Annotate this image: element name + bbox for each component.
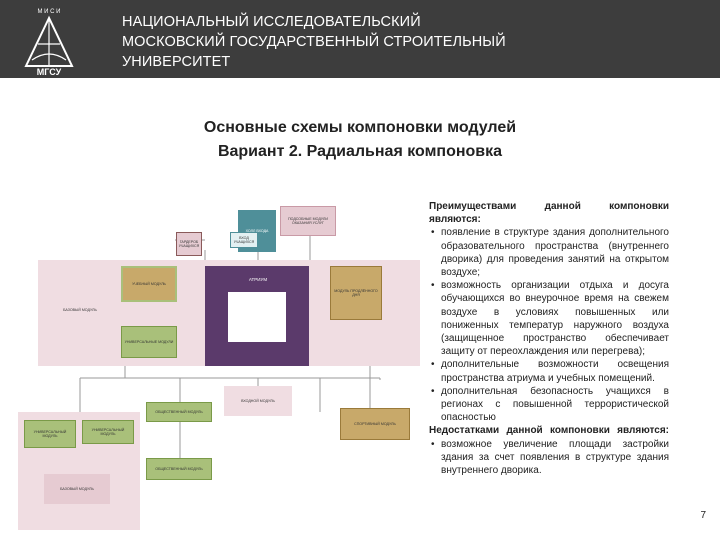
svg-text:МГСУ: МГСУ	[37, 67, 62, 77]
mgsu-logo: М И С И МГСУ	[24, 9, 74, 77]
base-module: БАЗОВЫЙ МОДУЛЬ	[40, 292, 120, 328]
slide-title-line1: Основные схемы компоновки модулей	[203, 119, 517, 136]
cloakroom-module: ГАРДЕРОБ УЧАЩИХСЯ	[176, 232, 202, 256]
extended-day-module: МОДУЛЬ ПРОДЛЁННОГО ДНЯ	[330, 266, 382, 320]
atrium-inner	[228, 292, 286, 342]
input-module: ВХОДНОЙ МОДУЛЬ	[224, 386, 292, 416]
univ-module: УНИВЕРСАЛЬНЫЕ МОДУЛИ	[121, 326, 177, 358]
svg-text:М И С И: М И С И	[38, 9, 61, 15]
public-module: ОБЩЕСТВЕННЫЙ МОДУЛЬ	[146, 402, 212, 422]
slide-title-line2: Вариант 2. Радиальная компоновка	[217, 143, 503, 160]
list-item: дополнительная безопасность учащихся в р…	[429, 385, 669, 425]
list-item: возможное увеличение площади застройки з…	[429, 438, 669, 478]
sport-module: СПОРТИВНЫЙ МОДУЛЬ	[340, 408, 410, 440]
public-module-lower: ОБЩЕСТВЕННЫЙ МОДУЛЬ	[146, 458, 212, 480]
title-line: УНИВЕРСИТЕТ	[122, 54, 231, 70]
header-bar: М И С И МГСУ НАЦИОНАЛЬНЫЙ ИССЛЕДОВАТЕЛЬС…	[0, 0, 720, 78]
title-line: МОСКОВСКИЙ ГОСУДАРСТВЕННЫЙ СТРОИТЕЛЬНЫЙ	[122, 34, 506, 50]
base-module-lower: БАЗОВЫЙ МОДУЛЬ	[44, 474, 110, 504]
study-module: УЧЕБНЫЙ МОДУЛЬ	[121, 266, 177, 302]
universal-module-1: УНИВЕРСАЛЬНЫЙ МОДУЛЬ	[24, 420, 76, 448]
list-item: дополнительные возможности освещения про…	[429, 358, 669, 384]
universal-module-2: УНИВЕРСАЛЬНЫЙ МОДУЛЬ	[82, 420, 134, 444]
advantages-list: появление в структуре здания дополнитель…	[429, 226, 669, 424]
disadvantages-header: Недостатками данной компоновки являются:	[429, 425, 669, 437]
entrance-module: ВХОД УЧАЩИХСЯ	[230, 232, 258, 248]
list-item: появление в структуре здания дополнитель…	[429, 226, 669, 279]
connector-lines	[74, 225, 381, 472]
page-number: 7	[700, 510, 706, 521]
disadvantages-list: возможное увеличение площади застройки з…	[429, 438, 669, 478]
services-module: ПОДСОБНЫЕ МОДУЛИ ОКАЗАНИЯ УСЛУГ	[280, 206, 336, 236]
description-text: Преимуществами данной компоновки являютс…	[429, 200, 669, 477]
slide-title: Основные схемы компоновки модулей Вариан…	[0, 116, 720, 164]
advantages-header: Преимуществами данной компоновки являютс…	[429, 201, 669, 226]
layout-diagram: ХОЛЛ ВХОДА ПОДСОБНЫЕ МОДУЛИ ОКАЗАНИЯ УСЛ…	[0, 180, 420, 540]
atrium-label: АТРИУМ	[248, 276, 268, 282]
university-title: НАЦИОНАЛЬНЫЙ ИССЛЕДОВАТЕЛЬСКИЙ МОСКОВСКИ…	[122, 12, 506, 72]
list-item: возможность организации отдыха и досуга …	[429, 279, 669, 358]
title-line: НАЦИОНАЛЬНЫЙ ИССЛЕДОВАТЕЛЬСКИЙ	[122, 14, 421, 30]
